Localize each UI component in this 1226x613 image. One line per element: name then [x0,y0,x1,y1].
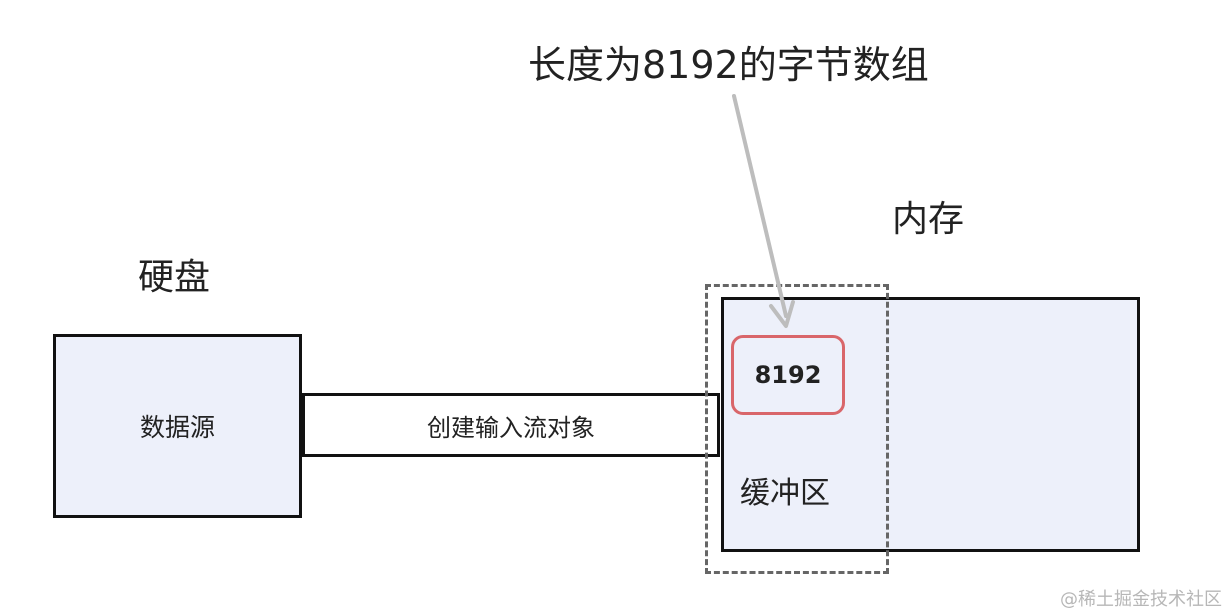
input-stream-label: 创建输入流对象 [427,413,595,442]
data-source-label: 数据源 [139,413,215,442]
callout-label: 长度为8192的字节数组 [528,43,929,87]
data-source-box: 数据源 [53,334,302,518]
byte-array-box: 8192 [731,335,845,415]
buffer-label: 缓冲区 [740,476,830,511]
watermark: @稀土掘金技术社区 [1060,589,1222,610]
memory-label: 内存 [892,199,965,240]
disk-label: 硬盘 [138,257,211,298]
buffer-region [705,284,889,574]
input-stream-connector: 创建输入流对象 [302,393,720,457]
byte-array-value: 8192 [754,361,822,389]
